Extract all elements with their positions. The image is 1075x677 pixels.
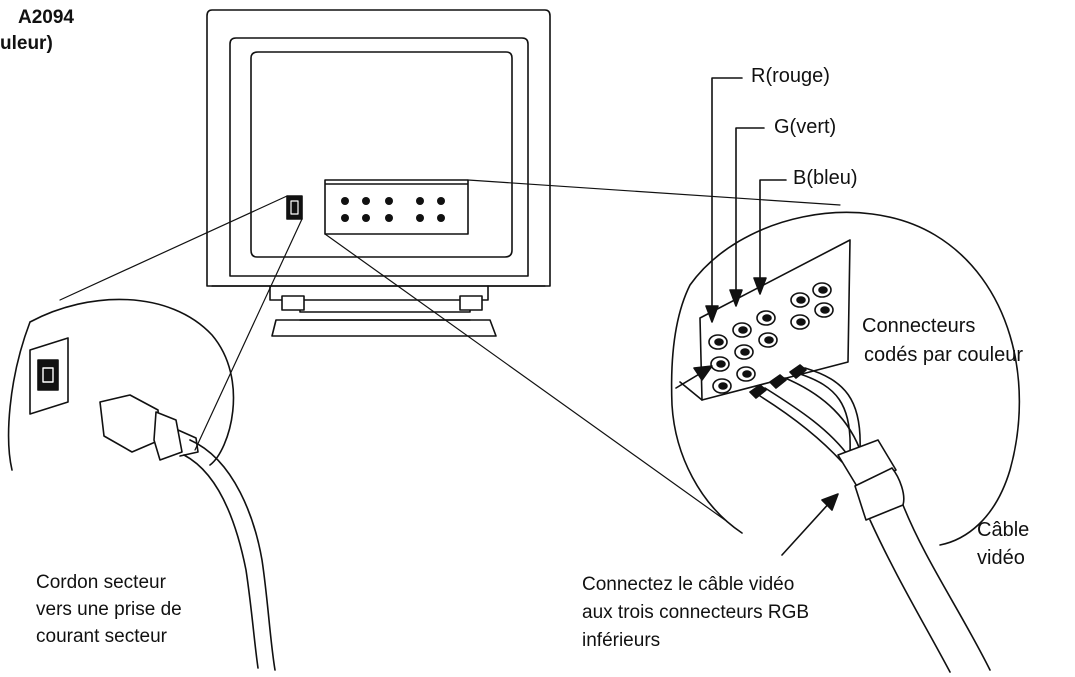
monitor-base	[271, 319, 497, 337]
rgb-connector-pin	[764, 336, 774, 344]
zoom-socket-pins	[42, 367, 54, 383]
label-green: G(vert)	[774, 116, 837, 138]
video-cable-edge	[869, 519, 951, 673]
rgb-panel-lip	[679, 381, 703, 401]
monitor-foot-left	[281, 295, 305, 311]
power-plug	[99, 394, 161, 453]
label-power-2: vers une prise de	[36, 599, 182, 620]
monitor-outer-case	[206, 9, 551, 287]
rgb-connector-pin	[796, 318, 806, 326]
rgb-connector-pin	[740, 348, 750, 356]
coax-lead-2	[784, 377, 863, 456]
rgb-connector-pin	[820, 306, 830, 314]
power-cable	[189, 439, 276, 671]
power-zoom-circle	[7, 298, 235, 471]
label-blue: B(bleu)	[793, 167, 858, 189]
label-connectors-1: Connecteurs	[862, 315, 976, 337]
label-connectors-2: codés par couleur	[864, 344, 1023, 366]
video-cable	[902, 504, 991, 671]
coax-lead-3	[764, 387, 851, 459]
monitor-foot-right	[459, 295, 483, 311]
rgb-connector-pin	[738, 326, 748, 334]
label-cable-1: Câble	[977, 519, 1030, 541]
monitor-stand-column	[299, 299, 471, 313]
monitor-inner-frame	[229, 37, 529, 277]
zoom-socket	[37, 359, 59, 391]
monitor-neck	[269, 285, 489, 301]
rgb-connector-pin	[714, 338, 724, 346]
power-cable-edge	[183, 454, 259, 669]
label-connect-1: Connectez le câble vidéo	[582, 574, 795, 595]
power-plug-collar	[153, 411, 183, 461]
rgb-connector-pin	[762, 314, 772, 322]
monitor-power-socket-inner	[290, 200, 299, 215]
title-subtitle: uleur)	[0, 33, 53, 54]
coax-lead-3b	[759, 395, 843, 463]
label-connect-2: aux trois connecteurs RGB	[582, 602, 810, 623]
label-power-1: Cordon secteur	[36, 572, 166, 593]
callout-lines	[59, 179, 841, 521]
rgb-connector-pin	[742, 370, 752, 378]
coax-lead-1b	[799, 373, 851, 453]
monitor-connector-dots	[341, 197, 445, 222]
monitor-illustration	[206, 9, 551, 337]
label-pointers	[675, 77, 839, 556]
cable-plugs	[749, 364, 807, 399]
zoom-socket-frame	[29, 337, 69, 415]
title-model: A2094	[18, 7, 74, 28]
power-plug-strain	[177, 429, 199, 457]
rgb-connector-pin	[818, 286, 828, 294]
rgb-connectors-zoom	[670, 211, 1021, 673]
power-cord-zoom	[7, 298, 276, 671]
rgb-zoom-circle	[670, 211, 1021, 546]
label-power-3: courant secteur	[36, 626, 167, 647]
rgb-connector-pin	[718, 382, 728, 390]
monitor-screen-panel	[250, 51, 513, 258]
label-connect-3: inférieurs	[582, 630, 661, 651]
coax-lead-1	[804, 367, 861, 451]
rgb-connector-pin	[796, 296, 806, 304]
label-cable-2: vidéo	[977, 547, 1025, 569]
monitor-connector-panel	[324, 179, 469, 235]
rgb-connector-rings	[708, 282, 834, 394]
label-red: R(rouge)	[751, 65, 830, 87]
rgb-connector-pin	[716, 360, 726, 368]
